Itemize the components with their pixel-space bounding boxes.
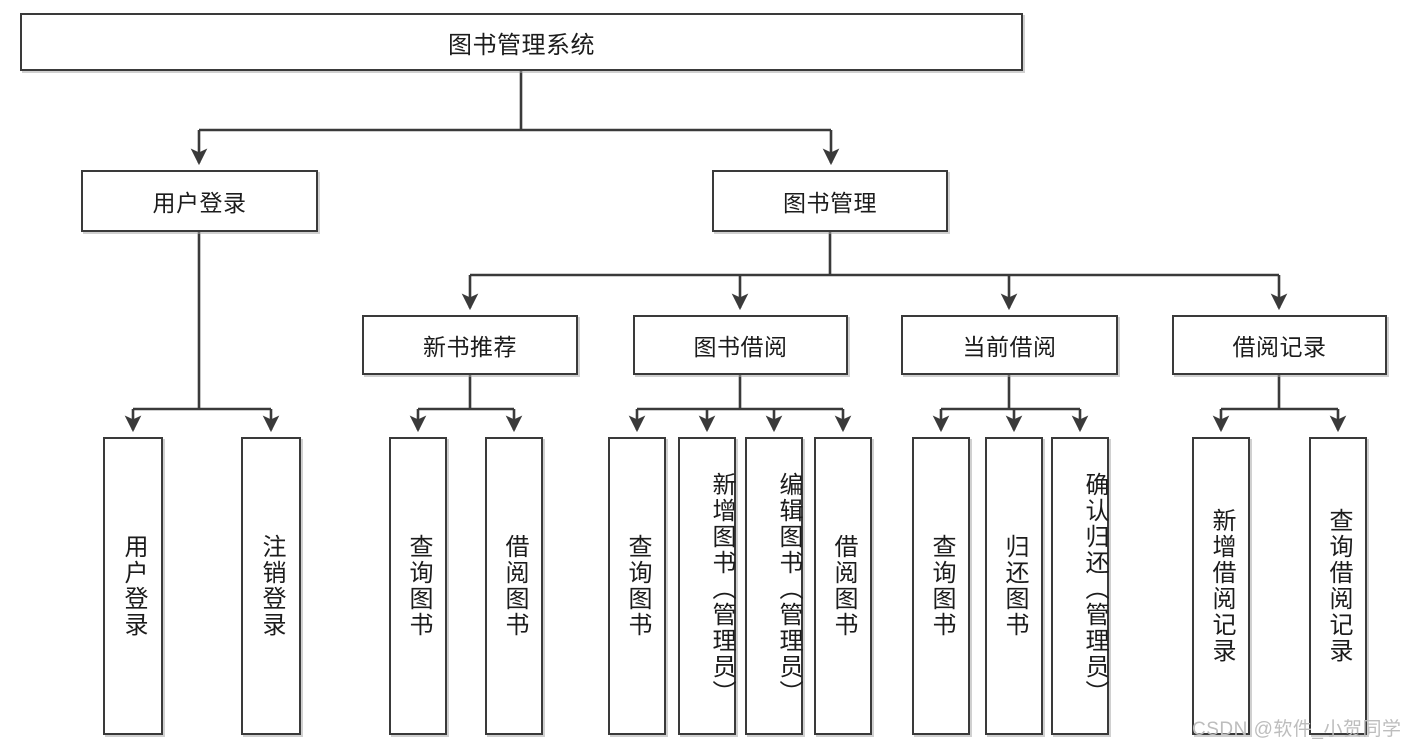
node-leaf-return-book[interactable]: 归还图书 <box>985 437 1043 735</box>
node-leaf-borrow-book-2-label: 借阅图书 <box>829 534 857 638</box>
node-user-login[interactable]: 用户登录 <box>81 170 318 232</box>
node-book-manage[interactable]: 图书管理 <box>712 170 948 232</box>
node-root-label: 图书管理系统 <box>448 31 595 59</box>
node-leaf-borrow-book-1[interactable]: 借阅图书 <box>485 437 543 735</box>
node-leaf-query-book-1[interactable]: 查询图书 <box>389 437 447 735</box>
node-leaf-user-login-label: 用户登录 <box>119 534 147 638</box>
node-borrow-record[interactable]: 借阅记录 <box>1172 315 1387 375</box>
node-current-borrow-label: 当前借阅 <box>962 334 1057 360</box>
node-leaf-add-book-label: 新增图书（管理员） <box>708 472 735 706</box>
node-new-book-recommend[interactable]: 新书推荐 <box>362 315 578 375</box>
node-book-manage-label: 图书管理 <box>783 190 877 216</box>
node-leaf-query-book-2-label: 查询图书 <box>623 534 651 638</box>
node-leaf-edit-book[interactable]: 编辑图书（管理员） <box>745 437 803 735</box>
node-leaf-query-book-2[interactable]: 查询图书 <box>608 437 666 735</box>
watermark-text: CSDN @软件_小贺同学 <box>1192 719 1402 740</box>
node-root[interactable]: 图书管理系统 <box>20 13 1023 71</box>
node-leaf-query-borrow-record[interactable]: 查询借阅记录 <box>1309 437 1367 735</box>
node-leaf-confirm-return[interactable]: 确认归还（管理员） <box>1051 437 1109 735</box>
node-leaf-logout-label: 注销登录 <box>257 534 285 638</box>
node-leaf-query-borrow-record-label: 查询借阅记录 <box>1324 508 1352 664</box>
node-leaf-user-login[interactable]: 用户登录 <box>103 437 163 735</box>
node-leaf-edit-book-label: 编辑图书（管理员） <box>775 472 802 706</box>
node-leaf-add-borrow-record[interactable]: 新增借阅记录 <box>1192 437 1250 735</box>
node-book-borrow-label: 图书借阅 <box>693 334 788 360</box>
node-leaf-confirm-return-label: 确认归还（管理员） <box>1081 472 1108 706</box>
node-leaf-add-borrow-record-label: 新增借阅记录 <box>1207 508 1235 664</box>
node-leaf-query-book-3-label: 查询图书 <box>927 534 955 638</box>
node-leaf-borrow-book-1-label: 借阅图书 <box>500 534 528 638</box>
node-current-borrow[interactable]: 当前借阅 <box>901 315 1118 375</box>
node-leaf-return-book-label: 归还图书 <box>1000 534 1028 638</box>
node-new-book-recommend-label: 新书推荐 <box>423 334 517 360</box>
node-book-borrow[interactable]: 图书借阅 <box>633 315 848 375</box>
node-leaf-add-book[interactable]: 新增图书（管理员） <box>678 437 736 735</box>
node-leaf-query-book-3[interactable]: 查询图书 <box>912 437 970 735</box>
node-leaf-logout[interactable]: 注销登录 <box>241 437 301 735</box>
node-leaf-borrow-book-2[interactable]: 借阅图书 <box>814 437 872 735</box>
node-leaf-query-book-1-label: 查询图书 <box>404 534 432 638</box>
node-user-login-label: 用户登录 <box>152 190 247 216</box>
node-borrow-record-label: 借阅记录 <box>1232 334 1327 360</box>
